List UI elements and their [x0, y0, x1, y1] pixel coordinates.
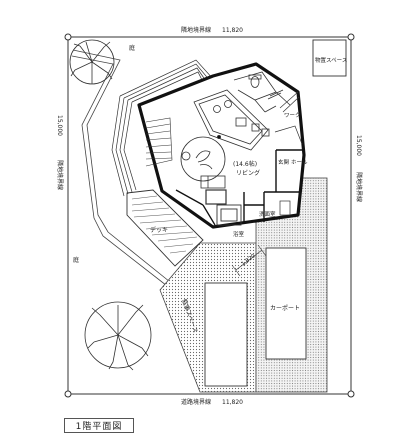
garden-north-label: 庭 — [129, 44, 135, 52]
west-boundary-label: 隣地境界線 — [56, 160, 64, 190]
garden-south-label: 庭 — [73, 256, 79, 264]
site-boundary — [64, 33, 355, 398]
bath-room — [205, 189, 242, 226]
storage-label: 物置スペース — [315, 56, 347, 64]
kitchen-counter — [193, 89, 270, 151]
tree-south — [84, 301, 152, 371]
deck-label: デッキ — [150, 226, 168, 234]
east-boundary-dimension: 15,000 — [355, 135, 362, 156]
storage-space — [312, 39, 347, 77]
workspace-label: ワーク — [284, 112, 301, 119]
deck: デッキ — [126, 189, 204, 267]
hall-label: ホール — [291, 159, 308, 166]
living-area-size: (14.6帖) — [233, 160, 257, 168]
house-outline — [137, 62, 306, 229]
drawing-caption: 1階平面図 — [64, 418, 134, 433]
interior-walls — [175, 189, 216, 226]
south-boundary-dimension: 11,820 — [222, 399, 243, 406]
west-boundary-dimension: 15,000 — [56, 115, 63, 136]
carport-label: カーポート — [270, 304, 300, 312]
washroom-fixture — [279, 200, 291, 216]
bath-label: 浴室 — [233, 230, 245, 238]
work-area — [274, 91, 303, 145]
south-boundary-label: 道路境界線 — [181, 398, 211, 406]
parking-stall — [204, 282, 248, 387]
toilet-room — [233, 71, 291, 113]
carport-stall — [265, 247, 307, 360]
washroom-label: 洗面室 — [259, 210, 276, 218]
washroom — [243, 192, 265, 224]
north-boundary-label: 隣地境界線 — [181, 26, 211, 34]
entrance-partitions — [264, 149, 304, 193]
entrance-label: 玄関 — [278, 158, 290, 166]
garden-path-lines — [71, 49, 181, 297]
tree-north — [69, 39, 115, 85]
north-boundary-dimension: 11,820 — [222, 27, 243, 34]
living-room-label: リビング — [236, 169, 260, 177]
east-boundary-label: 隣地境界線 — [355, 172, 363, 202]
living-room-furniture — [180, 134, 226, 189]
interior-stair — [145, 117, 173, 167]
